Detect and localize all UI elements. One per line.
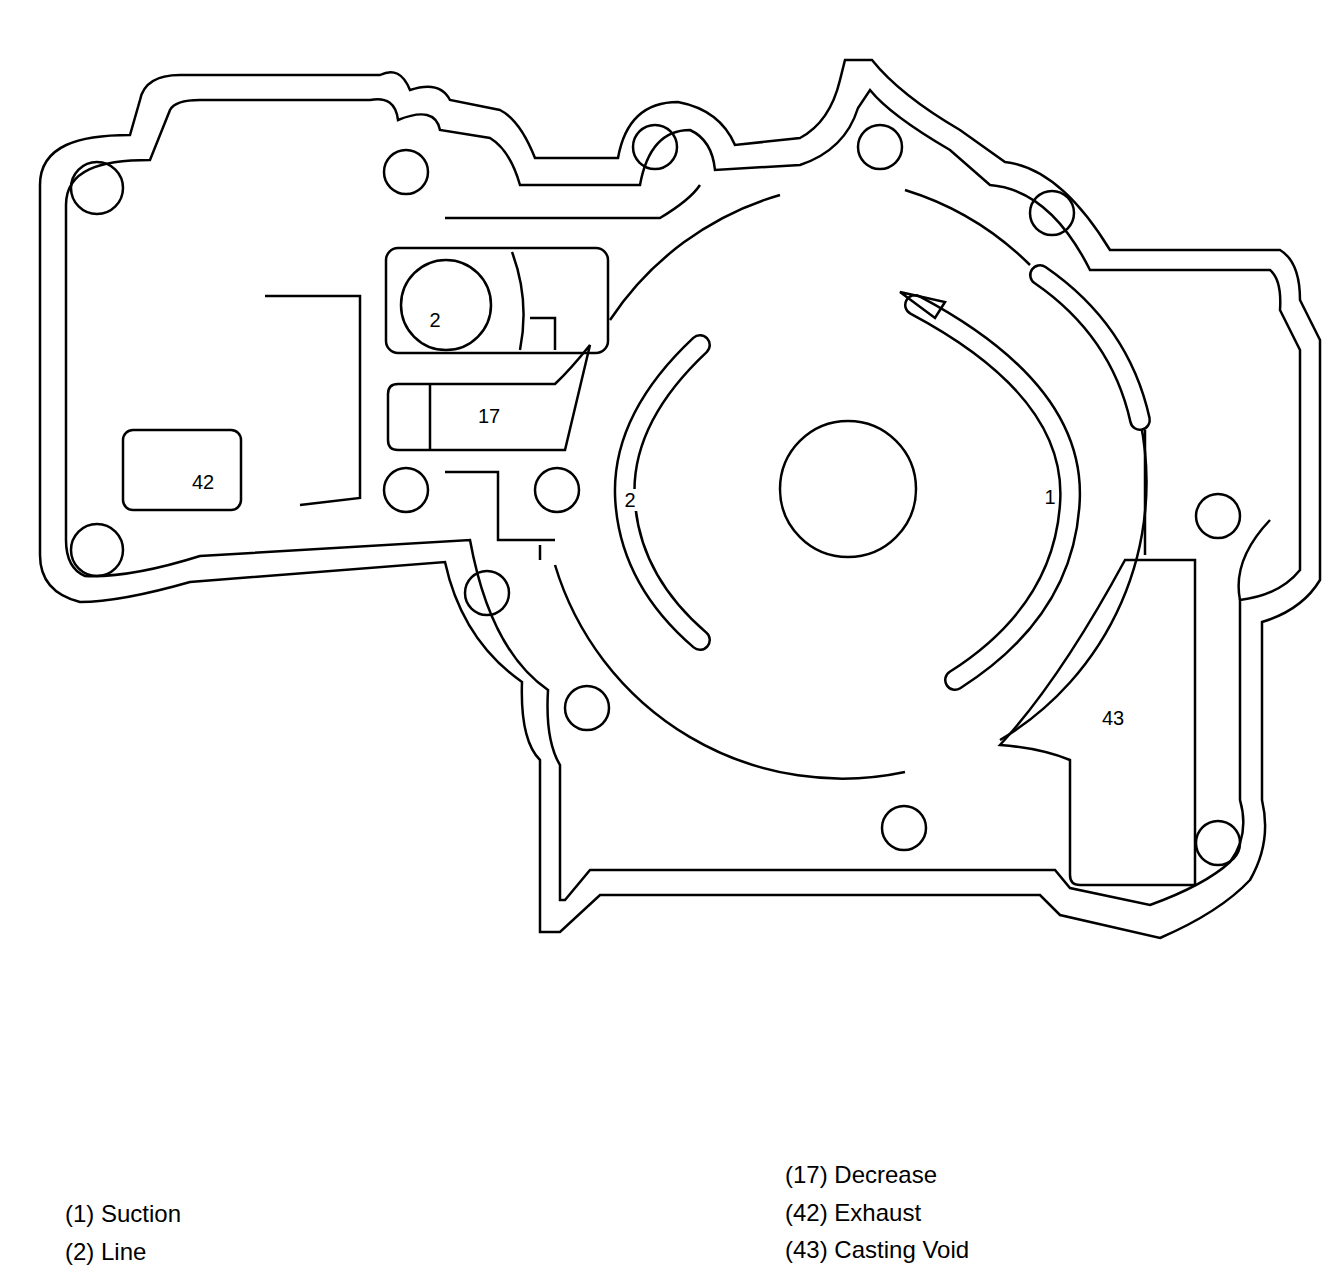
legend-entry: (2) Line [65,1240,146,1264]
callout-number: 43 [1100,707,1126,729]
legend-entry: (43) Casting Void [785,1238,969,1262]
callout-number: 1 [1042,486,1057,508]
callout-number: 2 [427,309,442,331]
legend-entry: (42) Exhaust [785,1201,921,1225]
legend-entry: (1) Suction [65,1202,181,1226]
legend-entry: (17) Decrease [785,1163,937,1187]
callout-number: 2 [622,489,637,511]
callout-number: 42 [190,471,216,493]
callout-number: 17 [476,405,502,427]
